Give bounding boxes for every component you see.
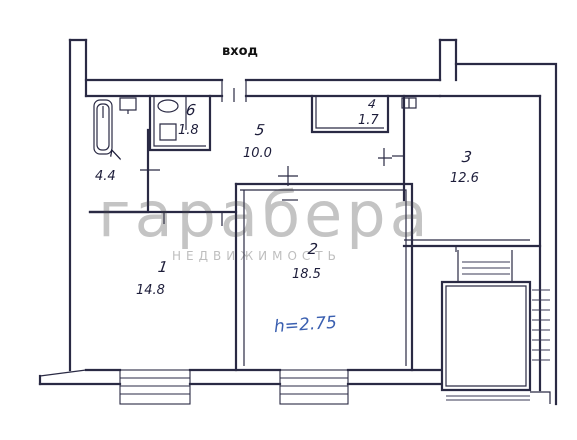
watermark-brand: гарабера: [98, 178, 432, 251]
interior-walls: [88, 94, 542, 392]
sink: [119, 97, 137, 114]
balcony-steps: [446, 261, 551, 404]
room-area: 1.8: [178, 123, 199, 138]
toilet: [157, 96, 187, 141]
room-area: 14.8: [136, 283, 165, 298]
room-area: 18.5: [292, 267, 321, 282]
windows: [119, 369, 349, 405]
room-area: 12.6: [450, 171, 479, 186]
room-area: 4.4: [95, 169, 116, 184]
bathtub: [93, 99, 113, 155]
room-area: 1.7: [358, 113, 379, 128]
radiator-marks: [455, 246, 541, 252]
entrance-door: [221, 80, 247, 102]
room-area: 10.0: [243, 146, 272, 161]
closet-fixture: [401, 97, 417, 109]
watermark-subtitle: НЕДВИЖИМОСТЬ: [172, 249, 341, 263]
entrance-label: вход: [222, 44, 259, 59]
